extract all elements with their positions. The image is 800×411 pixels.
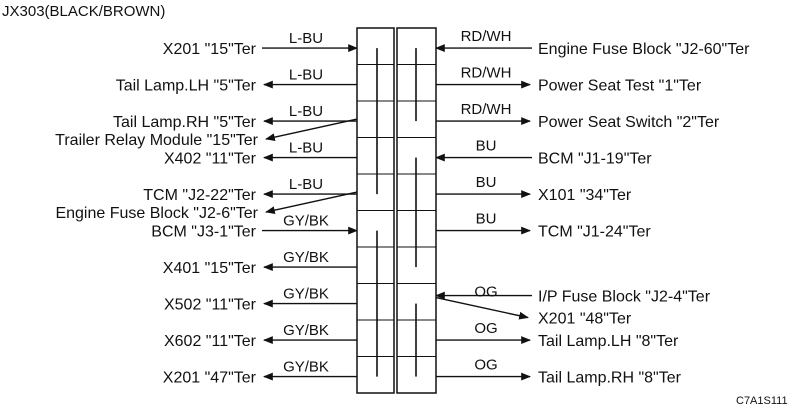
connector-title: JX303(BLACK/BROWN)	[2, 3, 165, 20]
wire-color-label: BU	[476, 174, 497, 191]
wire-color-label: L-BU	[289, 140, 323, 157]
wire-color-label: OG	[474, 320, 497, 337]
branch-wire-line	[435, 296, 529, 320]
destination-label: BCM "J3-1"Ter	[151, 224, 256, 241]
wire-color-label: RD/WH	[461, 65, 512, 82]
right-row-pin-16: 16BUTCM "J1-24"Ter	[400, 211, 651, 241]
destination-label: I/P Fuse Block "J2-4"Ter	[538, 289, 711, 306]
destination-label: X602 "11"Ter	[164, 333, 257, 350]
wire-color-label: RD/WH	[461, 28, 512, 45]
destination-label: TCM "J2-22"Ter	[143, 187, 256, 204]
wire-color-label: BU	[476, 211, 497, 228]
destination-label: Tail Lamp.RH "5"Ter	[113, 114, 257, 131]
branch-wire-line	[265, 118, 358, 142]
wire-color-label: RD/WH	[461, 101, 512, 118]
destination-label: Trailer Relay Module "15"Ter	[55, 132, 259, 149]
right-row-pin-20: 20OGTail Lamp.RH "8"Ter	[400, 357, 682, 387]
wire-color-label: GY/BK	[283, 286, 329, 303]
wire-color-label: L-BU	[289, 103, 323, 120]
destination-label: Power Seat Switch "2"Ter	[538, 114, 720, 131]
wire-color-label: OG	[474, 357, 497, 374]
destination-label: Tail Lamp.RH "8"Ter	[538, 370, 682, 387]
right-row-pin-14: 14BUBCM "J1-19"Ter	[400, 138, 652, 168]
destination-label: Power Seat Test "1"Ter	[538, 78, 702, 95]
wire-color-label: L-BU	[289, 67, 323, 84]
destination-label: X401 "15"Ter	[163, 260, 257, 277]
wire-color-label: GY/BK	[283, 322, 329, 339]
wire-color-label: GY/BK	[283, 249, 329, 266]
destination-label: Tail Lamp.LH "5"Ter	[116, 78, 257, 95]
branch-wire-line	[265, 191, 358, 215]
destination-label: BCM "J1-19"Ter	[538, 151, 652, 168]
wire-color-label: OG	[474, 284, 497, 301]
destination-label: X101 "34"Ter	[538, 187, 632, 204]
wire-color-label: GY/BK	[283, 359, 329, 376]
figure-code: C7A1S111	[736, 395, 788, 407]
right-row-pin-19: 19OGTail Lamp.LH "8"Ter	[400, 320, 679, 350]
wire-color-label: L-BU	[289, 176, 323, 193]
destination-label: X402 "11"Ter	[164, 151, 257, 168]
destination-label: Tail Lamp.LH "8"Ter	[538, 333, 679, 350]
wire-color-label: L-BU	[289, 30, 323, 47]
destination-label: TCM "J1-24"Ter	[538, 224, 651, 241]
wire-color-label: BU	[476, 138, 497, 155]
destination-label: X201 "15"Ter	[163, 41, 257, 58]
wire-color-label: GY/BK	[283, 213, 329, 230]
destination-label: Engine Fuse Block "J2-6"Ter	[55, 205, 258, 222]
destination-label: X201 "48"Ter	[538, 311, 632, 328]
destination-label: X502 "11"Ter	[164, 297, 257, 314]
destination-label: Engine Fuse Block "J2-60"Ter	[538, 41, 750, 58]
destination-label: X201 "47"Ter	[163, 370, 257, 387]
